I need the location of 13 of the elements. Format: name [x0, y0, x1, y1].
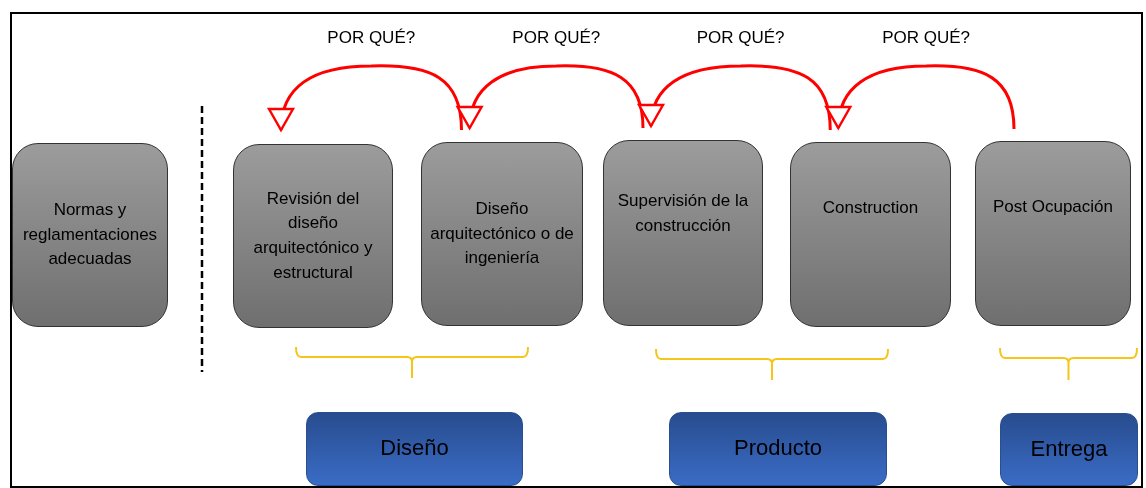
- phase-box: Producto: [669, 412, 887, 486]
- process-box: Post Ocupación: [975, 141, 1131, 326]
- phase-box: Entrega: [1000, 413, 1138, 486]
- curved-arrow: [457, 64, 645, 130]
- process-box: Normas y reglamentaciones adecuadas: [12, 143, 168, 327]
- process-box: Supervisión de la construcción: [603, 140, 763, 326]
- process-box: Diseño arquitectónico o de ingeniería: [421, 142, 583, 326]
- process-box: Construction: [790, 142, 951, 327]
- phase-box: Diseño: [306, 412, 523, 486]
- curved-arrow: [826, 64, 1016, 130]
- process-box: Revisión del diseño arquitectónico y estructural: [233, 144, 393, 328]
- curved-arrow: [639, 64, 832, 131]
- curved-arrow: [269, 64, 463, 132]
